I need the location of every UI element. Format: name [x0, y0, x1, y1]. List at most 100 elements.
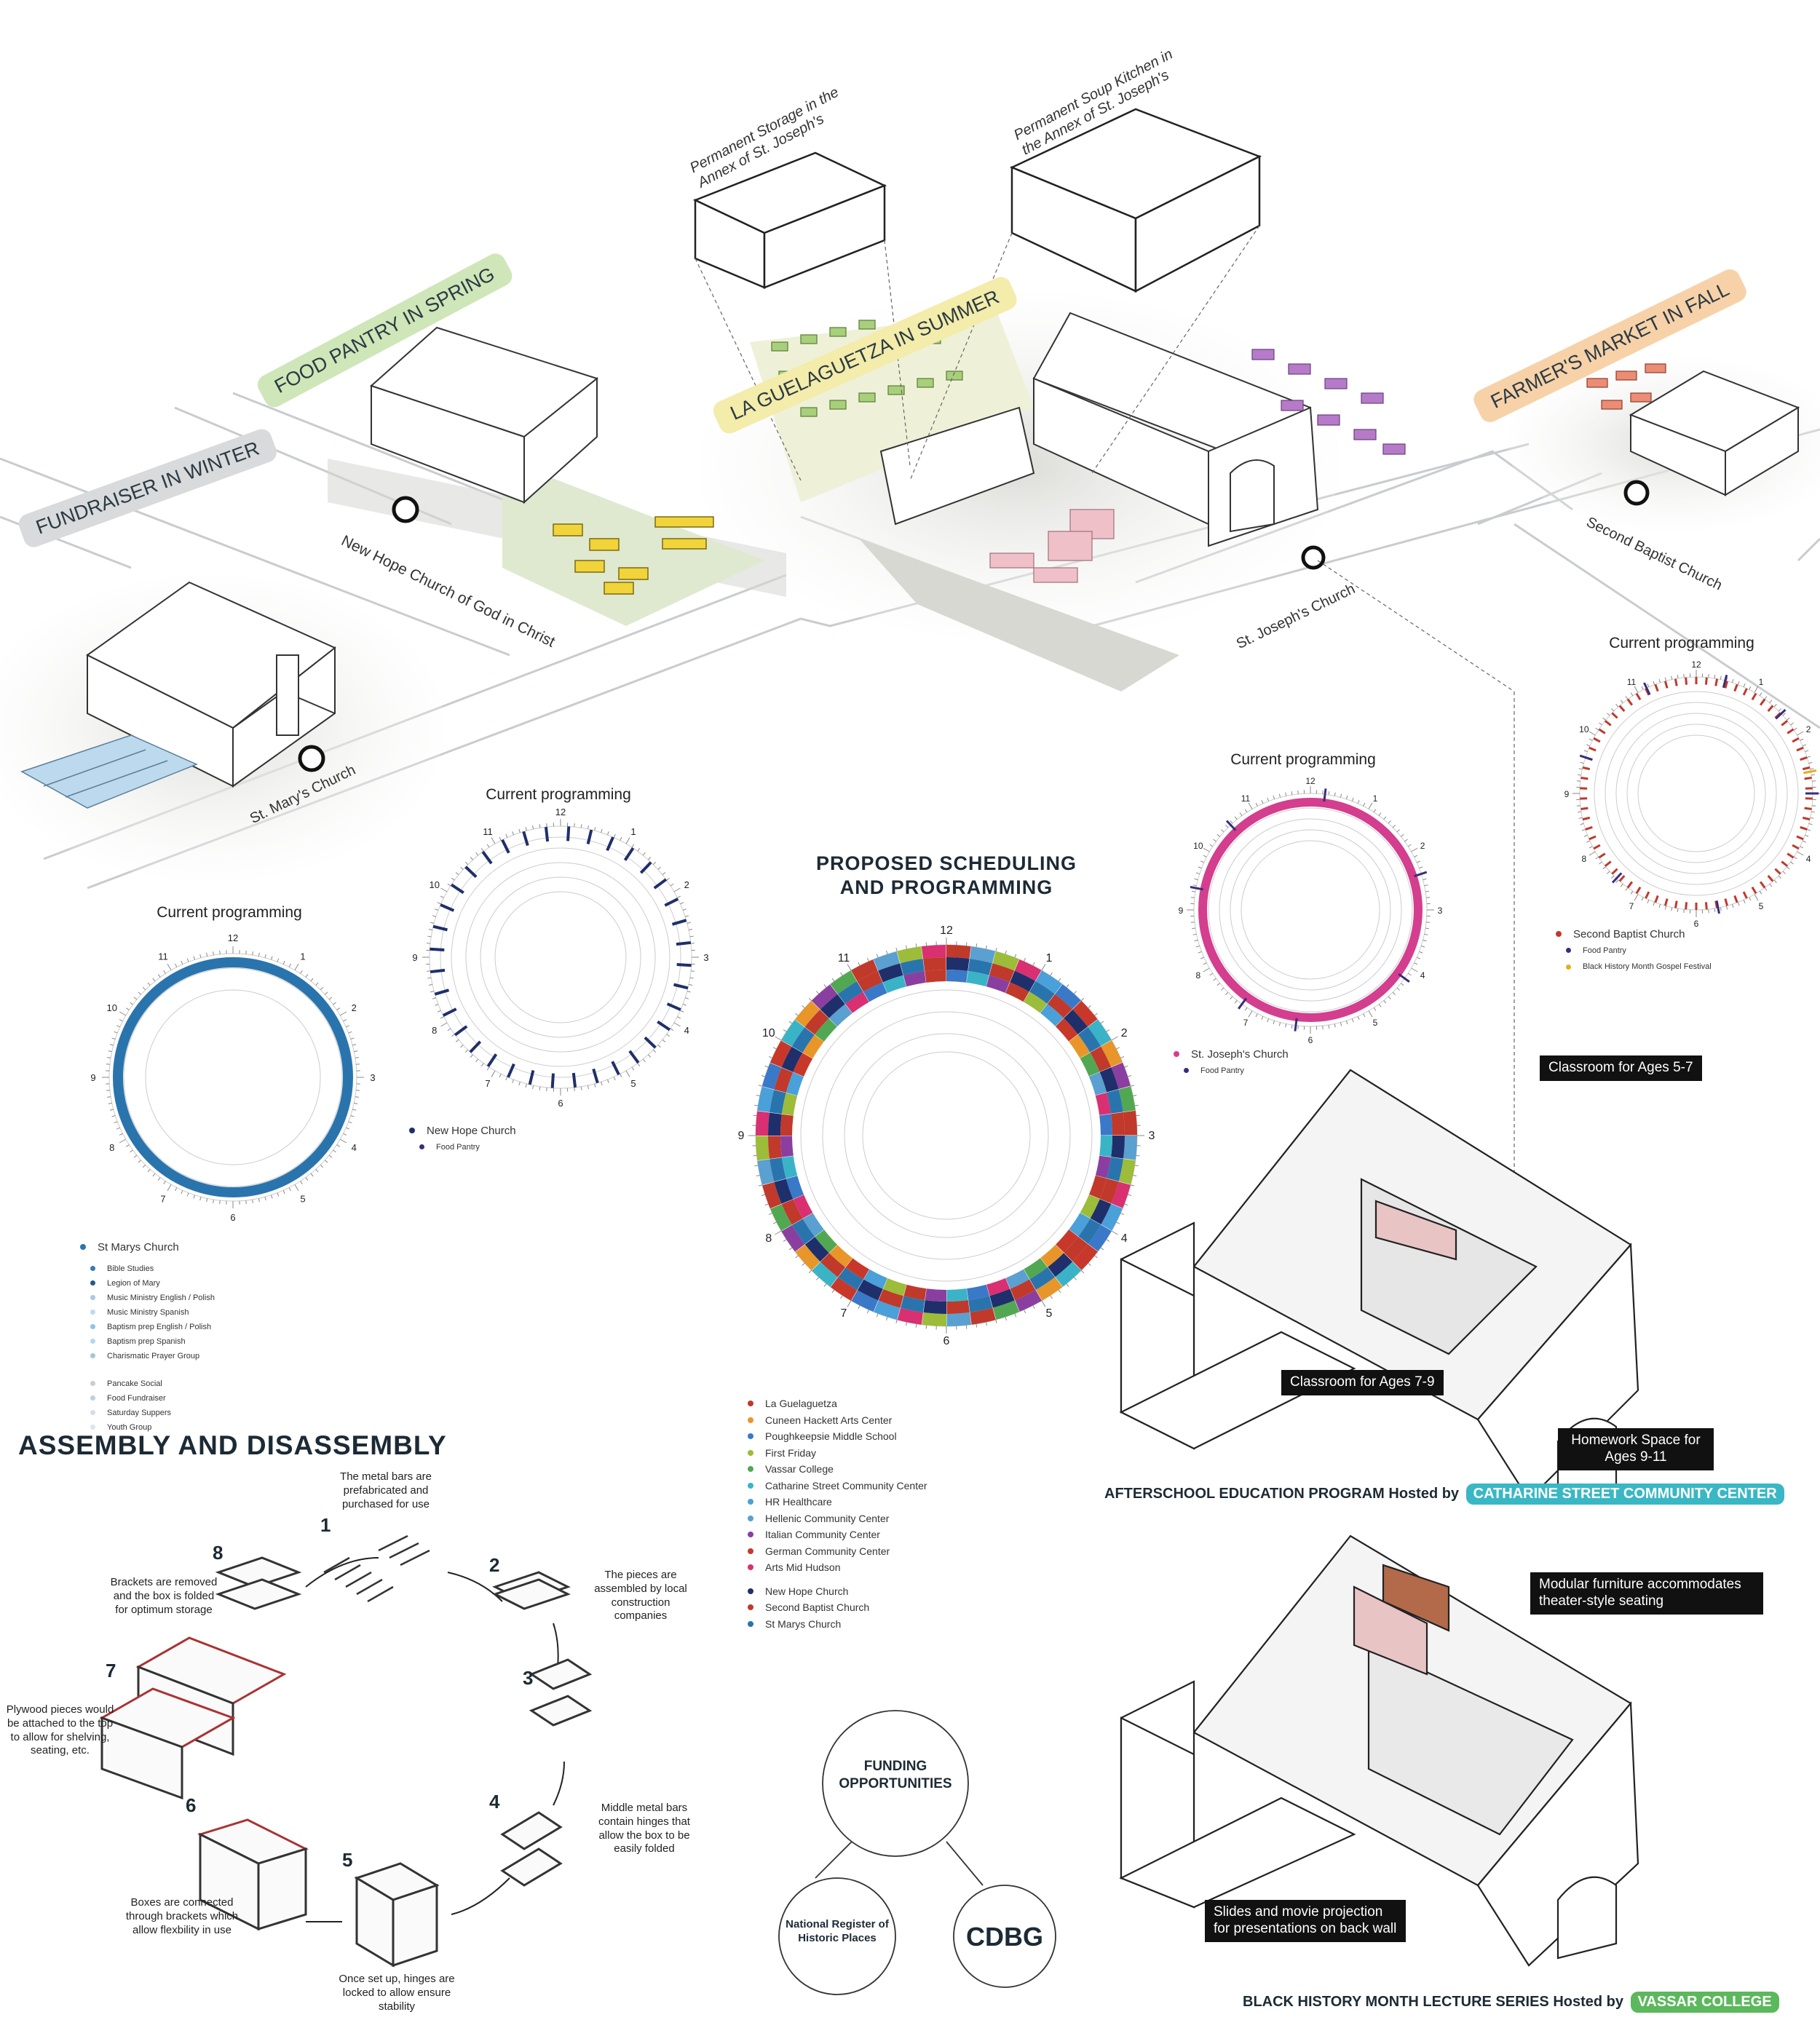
clock-tick — [428, 983, 433, 986]
clock-number: 10 — [762, 1027, 775, 1039]
clock-tick — [637, 1063, 641, 1066]
clock-tick — [355, 1096, 359, 1098]
clock-number: 6 — [230, 1212, 235, 1223]
clock-tick — [1234, 1000, 1238, 1004]
second-baptist-chart-title: Current programming — [1609, 635, 1754, 651]
clock-tick — [1810, 817, 1814, 819]
program-segment — [989, 1288, 1015, 1308]
clock-tick — [325, 1160, 328, 1163]
clock-tick — [119, 1138, 127, 1144]
program-mark — [657, 1020, 671, 1031]
vassar-host-pill: VASSAR COLLEGE — [1630, 1992, 1779, 2013]
clock-number: 12 — [1305, 776, 1315, 786]
clock-tick — [245, 950, 247, 954]
clock-tick — [1014, 954, 1017, 958]
st-josephs-chart-title: Current programming — [1230, 751, 1376, 768]
clock-tick — [1216, 983, 1220, 986]
program-segment — [774, 1179, 794, 1204]
clock-number: 3 — [703, 952, 708, 963]
st-josephs-building — [879, 312, 1319, 547]
legend-item: Baptism prep Spanish — [107, 1336, 186, 1346]
clock-number: 4 — [352, 1142, 357, 1153]
program-segment — [1090, 1046, 1112, 1072]
clock-tick — [1261, 1015, 1264, 1020]
program-segment — [1080, 1195, 1100, 1219]
clock-ring — [844, 1033, 1049, 1238]
clock-tick — [795, 1255, 799, 1259]
clock-tick — [339, 1138, 347, 1144]
program-segment — [1107, 1089, 1123, 1114]
clock-tick — [1378, 1004, 1382, 1007]
legend-item: Second Baptist Church — [765, 1601, 870, 1614]
proposed-title: PROPOSED SCHEDULING AND PROGRAMMING — [728, 852, 1165, 900]
clock-tick — [1714, 674, 1716, 679]
clock-tick — [346, 1025, 350, 1028]
clock-tick — [1793, 856, 1797, 860]
clock-tick — [847, 1300, 852, 1307]
clock-tick — [539, 1086, 541, 1090]
clock-tick — [1586, 840, 1591, 843]
clock-tick — [1351, 1018, 1354, 1023]
clock-number: 3 — [370, 1072, 375, 1083]
clock-ring — [1605, 702, 1788, 885]
program-mark — [450, 883, 464, 895]
clock-tick — [808, 1270, 812, 1274]
clock-tick — [1124, 1065, 1128, 1068]
program-mark — [1585, 825, 1593, 831]
clock-ring — [1594, 691, 1799, 896]
legend-item: Italian Community Center — [765, 1529, 880, 1541]
clock-tick — [1625, 696, 1629, 700]
clock-tick — [876, 954, 879, 958]
clock-tick — [480, 848, 484, 852]
clock-tick — [142, 986, 146, 991]
legend-item: Food Pantry — [1583, 946, 1626, 955]
clock-tick — [823, 984, 827, 988]
clock-tick — [163, 1181, 166, 1185]
clock-tick — [354, 1050, 358, 1053]
clock-tick — [437, 902, 441, 905]
clock-tick — [1634, 686, 1639, 693]
clock-tick — [761, 1194, 765, 1196]
clock-tick — [1647, 684, 1650, 688]
clock-tick — [199, 954, 202, 958]
clock-tick — [1731, 678, 1734, 683]
clock-tick — [1595, 856, 1599, 860]
funding-diagram — [778, 1710, 1056, 1995]
program-mark — [1238, 997, 1248, 1010]
clock-tick — [328, 997, 333, 1000]
clock-tick — [1576, 780, 1580, 782]
clock-tick — [764, 1065, 769, 1068]
clock-tick — [1411, 967, 1418, 973]
legend-item: New Hope Church — [765, 1585, 849, 1597]
program-mark — [1715, 900, 1720, 914]
program-segment — [845, 1258, 869, 1280]
program-segment — [762, 1181, 782, 1209]
clock-tick — [1198, 951, 1202, 954]
clock-tick — [1759, 692, 1762, 697]
clock-number: 5 — [630, 1078, 636, 1089]
program-segment — [1015, 1290, 1042, 1312]
clock-tick — [1041, 964, 1046, 971]
clock-tick — [258, 952, 260, 956]
legend-item: First Friday — [765, 1446, 816, 1459]
clock-tick — [108, 1050, 112, 1053]
clock-tick — [505, 833, 508, 838]
program-segment — [1111, 1112, 1125, 1136]
assembly-pieces — [323, 1534, 430, 1603]
clock-tick — [1203, 962, 1207, 965]
program-segment — [946, 957, 970, 971]
clock-tick — [119, 1011, 127, 1016]
program-mark — [1654, 684, 1659, 692]
program-mark — [1742, 891, 1748, 899]
purple-tables — [1251, 349, 1406, 455]
clock-tick — [1769, 700, 1773, 703]
program-segment — [1111, 1181, 1131, 1208]
clock-tick — [648, 857, 652, 860]
legend-item: Saturday Suppers — [107, 1408, 172, 1417]
program-segment — [815, 1018, 837, 1042]
program-segment — [969, 946, 996, 964]
clock-number: 10 — [106, 1002, 116, 1013]
clock-tick — [808, 997, 812, 1002]
clock-number: 7 — [160, 1193, 165, 1204]
